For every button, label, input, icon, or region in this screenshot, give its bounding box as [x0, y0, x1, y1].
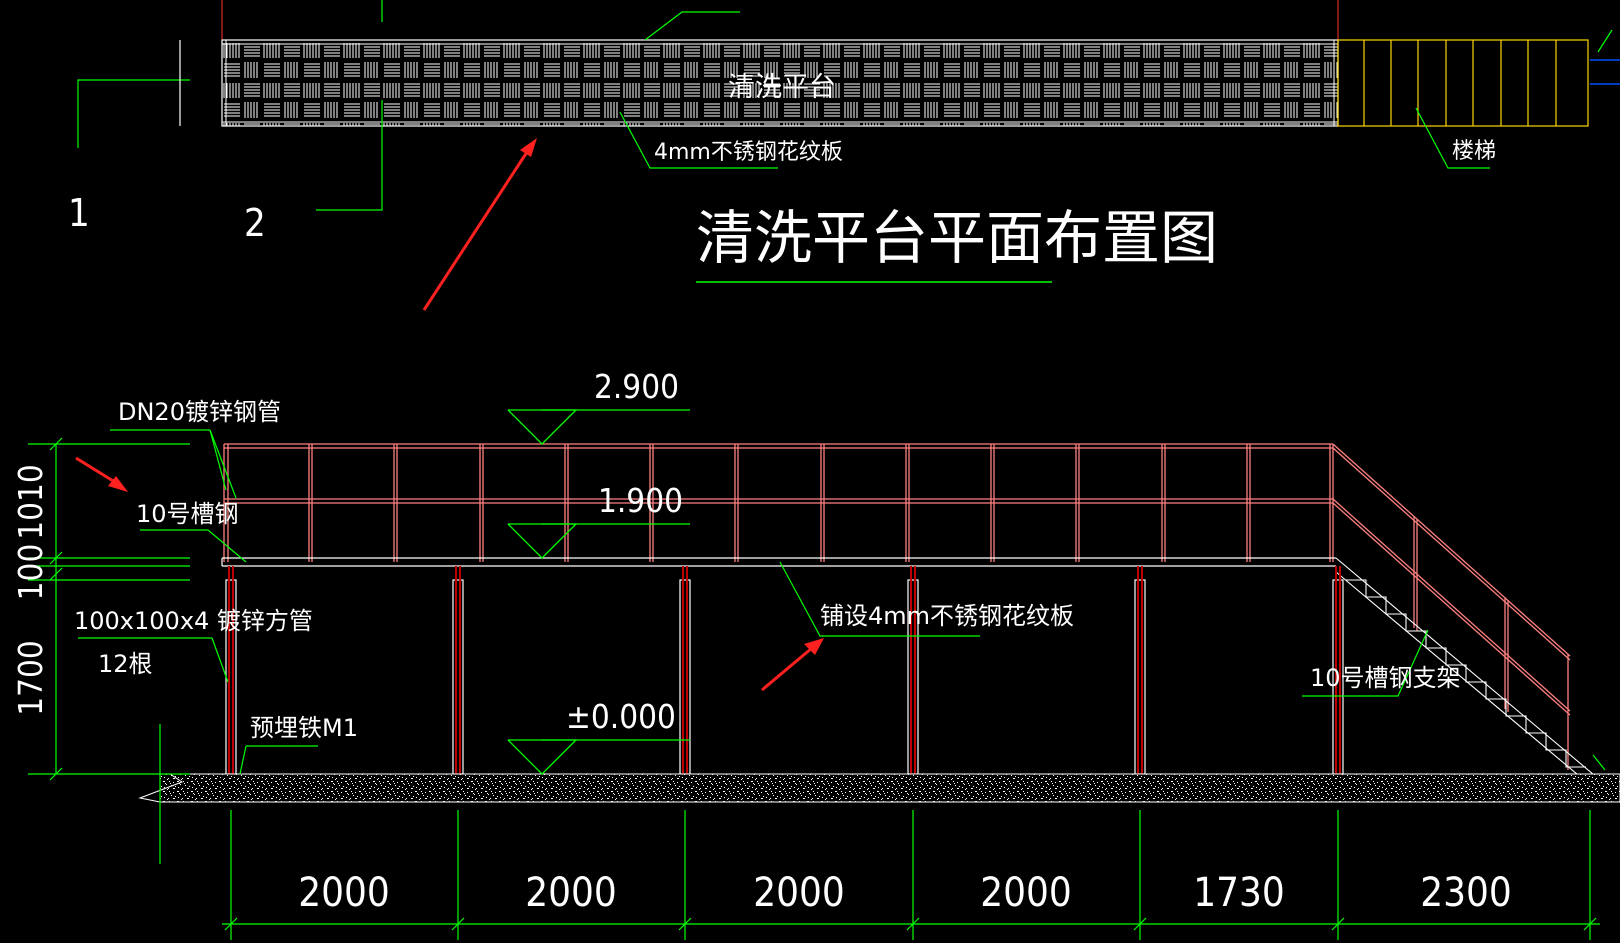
- dim-100: 100: [11, 544, 50, 601]
- channel-label: 10号槽钢: [136, 500, 239, 528]
- platform-label: 清洗平台: [728, 72, 836, 103]
- plate-label: 4mm不锈钢花纹板: [654, 140, 843, 165]
- red-arrow-icon: [422, 138, 537, 311]
- ground-slab: [138, 773, 1620, 803]
- plan-stairs: [1337, 39, 1589, 127]
- tube-count-label: 12根: [98, 650, 153, 678]
- dim-1010: 1010: [11, 464, 50, 540]
- stairs-label: 楼梯: [1452, 139, 1496, 164]
- deck-plate-label: 铺设4mm不锈钢花纹板: [820, 602, 1074, 630]
- level-1900: 1.900: [598, 481, 683, 520]
- deck-beam: [221, 557, 1336, 567]
- dim-bay-1: 2000: [298, 870, 390, 916]
- pipe-label: DN20镀锌钢管: [118, 398, 281, 426]
- dim-bay-2: 2000: [525, 870, 617, 916]
- section-mark-1: 1: [68, 191, 90, 235]
- dim-bay-6: 2300: [1420, 870, 1512, 916]
- red-arrow-icon: [75, 456, 128, 492]
- dim-bay-4: 2000: [980, 870, 1072, 916]
- level-2900: 2.900: [594, 367, 679, 406]
- red-arrow-icon: [761, 638, 824, 692]
- embed-label: 预埋铁M1: [250, 714, 358, 742]
- plan-view: 清洗平台 4mm不锈钢花纹板 楼梯 1 2 清洗平台平面布置图: [68, 0, 1620, 283]
- elevation-leaders: [78, 429, 1606, 775]
- plan-title: 清洗平台平面布置图: [696, 204, 1218, 272]
- dim-1700: 1700: [11, 640, 50, 716]
- level-markers: [507, 409, 690, 775]
- stair-stringer: [1335, 557, 1601, 786]
- stair-support-label: 10号槽钢支架: [1310, 664, 1461, 692]
- horizontal-dimensions: [222, 810, 1600, 940]
- tube-label: 100x100x4 镀锌方管: [74, 607, 313, 635]
- level-0000: ±0.000: [566, 697, 676, 736]
- dim-bay-3: 2000: [753, 870, 845, 916]
- vertical-dimensions: [28, 437, 190, 864]
- dim-bay-5: 1730: [1193, 870, 1285, 916]
- section-mark-2: 2: [244, 201, 266, 245]
- elevation-view: 2.900 1.900 ±0.000 DN20镀锌钢管 10号槽钢 100x10…: [11, 367, 1620, 940]
- railing: [223, 443, 1571, 770]
- annotation-arrows: [75, 138, 824, 692]
- cleaning-platform-deck: [221, 39, 1339, 127]
- plan-leaders: [77, 0, 1613, 211]
